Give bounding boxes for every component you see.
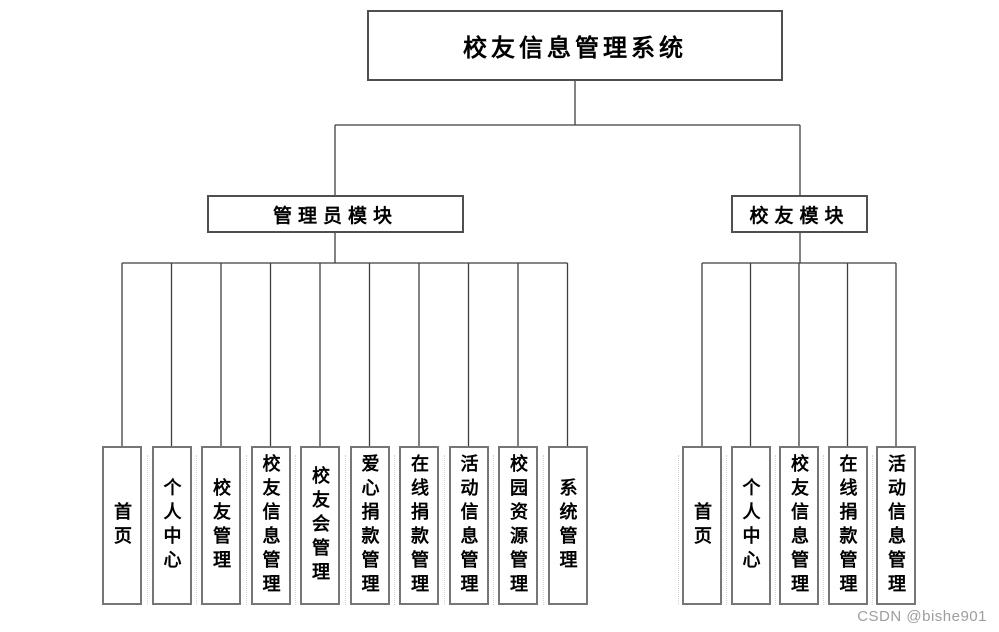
watermark: CSDN @bishe901 [857, 608, 987, 625]
gap-divider [542, 455, 544, 605]
leaf-node-label: 首页 [692, 501, 712, 550]
leaf-node-label: 活动信息管理 [458, 453, 479, 598]
leaf-node-label: 爱心捐款管理 [359, 453, 380, 598]
leaf-node-admin-7: 在线捐款管理 [399, 446, 439, 605]
module-node-admin: 管理员模块 [207, 195, 464, 233]
leaf-node-admin-6: 爱心捐款管理 [349, 446, 390, 605]
module-node-alumni: 校友模块 [731, 195, 868, 233]
leaf-node-admin-3: 校友管理 [201, 446, 241, 605]
leaf-node-admin-8: 活动信息管理 [448, 446, 489, 605]
leaf-node-label: 校友管理 [211, 477, 231, 574]
gap-divider [493, 455, 495, 605]
leaf-node-admin-10: 系统管理 [547, 446, 588, 605]
gap-divider [394, 455, 396, 605]
gap-divider [823, 455, 825, 605]
gap-divider [146, 455, 148, 605]
leaf-node-admin-1: 首页 [102, 446, 142, 605]
root-node-label: 校友信息管理系统 [463, 35, 687, 62]
gap-divider [295, 455, 297, 605]
leaf-node-label: 在线捐款管理 [409, 453, 429, 598]
gap-divider [245, 455, 247, 605]
leaf-node-alumni-3: 校友信息管理 [779, 446, 819, 605]
leaf-node-label: 个人中心 [161, 477, 182, 574]
gap-divider [443, 455, 445, 605]
leaf-node-label: 校友信息管理 [260, 453, 281, 598]
leaf-node-alumni-5: 活动信息管理 [876, 446, 916, 605]
leaf-node-admin-9: 校园资源管理 [498, 446, 538, 605]
gap-divider [344, 455, 346, 605]
leaf-node-label: 个人中心 [740, 477, 761, 574]
gap-divider [774, 455, 776, 605]
leaf-node-alumni-2: 个人中心 [730, 446, 771, 605]
leaf-node-admin-5: 校友会管理 [300, 446, 340, 605]
root-node: 校友信息管理系统 [367, 10, 783, 81]
leaf-node-label: 在线捐款管理 [837, 453, 858, 598]
gap-divider [871, 455, 873, 605]
leaf-node-label: 校友会管理 [310, 465, 330, 586]
gap-divider [726, 455, 728, 605]
leaf-node-label: 首页 [112, 501, 132, 550]
leaf-node-label: 校友信息管理 [789, 453, 809, 598]
leaf-node-alumni-4: 在线捐款管理 [827, 446, 868, 605]
module-node-alumni-label: 校友模块 [749, 205, 850, 227]
module-node-admin-label: 管理员模块 [272, 205, 398, 227]
leaf-node-label: 系统管理 [557, 477, 578, 574]
leaf-node-alumni-1: 首页 [682, 446, 722, 605]
leaf-node-label: 校园资源管理 [508, 453, 528, 598]
gap-divider [196, 455, 198, 605]
gap-divider [677, 455, 679, 605]
leaf-node-admin-4: 校友信息管理 [250, 446, 291, 605]
leaf-node-label: 活动信息管理 [886, 453, 906, 598]
leaf-node-admin-2: 个人中心 [151, 446, 192, 605]
